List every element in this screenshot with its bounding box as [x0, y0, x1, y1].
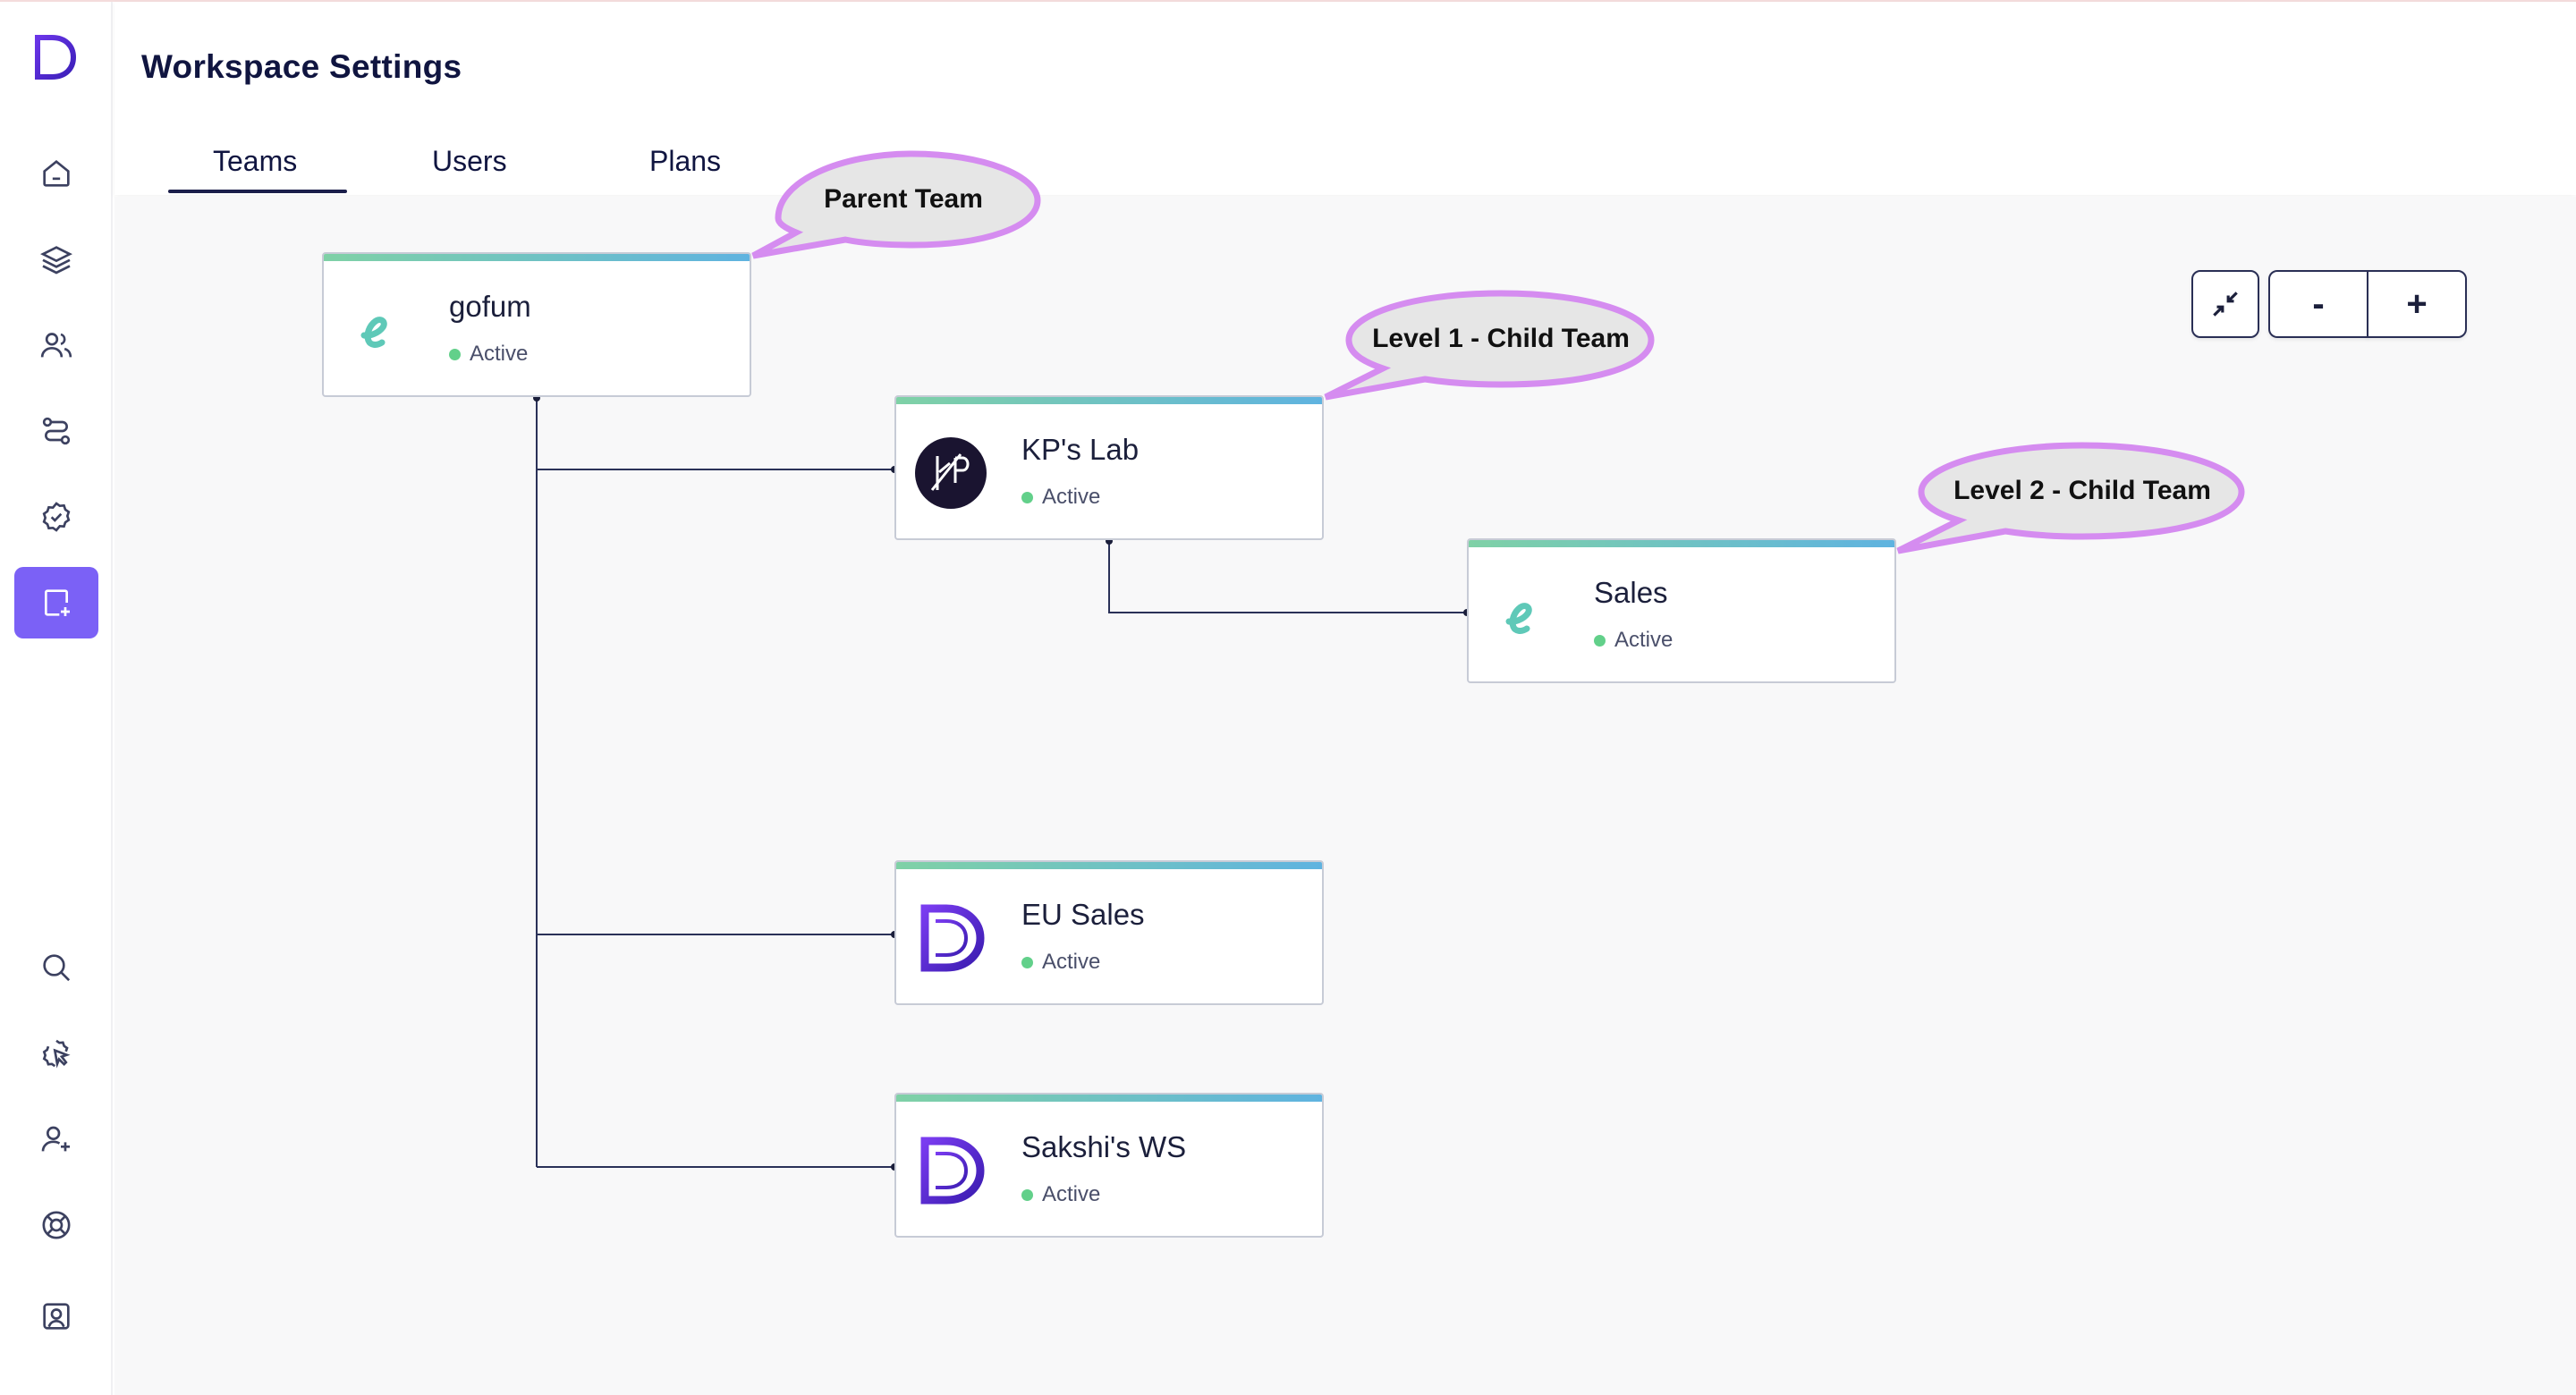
callout-bubble [1324, 290, 1655, 401]
connector-kp-sales [1108, 541, 1467, 613]
sidebar-item-support[interactable] [14, 1189, 98, 1261]
sidebar-item-verified[interactable] [14, 481, 98, 553]
badge-check-icon [42, 502, 71, 532]
callout-bubble [1896, 442, 2245, 554]
active-tab-indicator [168, 190, 347, 193]
team-avatar [914, 901, 987, 975]
click-icon [42, 1039, 71, 1069]
status-label: Active [1042, 1182, 1101, 1206]
team-status: Active [1594, 628, 1673, 653]
route-icon [42, 417, 71, 445]
sidebar-item-users[interactable] [14, 309, 98, 381]
gofum-logo-icon [1505, 603, 1532, 634]
sidebar-item-search[interactable] [14, 932, 98, 1003]
team-hierarchy-canvas[interactable]: gofum Active KP's Lab Active Sales Activ… [114, 197, 2576, 1395]
gofum-logo-icon [360, 317, 387, 348]
team-status: Active [1021, 1182, 1100, 1207]
callout-label: Level 1 - Child Team [1372, 324, 1630, 353]
active-dot [1021, 1188, 1033, 1201]
active-dot [1021, 956, 1033, 968]
app-logo[interactable] [32, 34, 77, 80]
node-accent-bar [896, 397, 1322, 404]
sidebar-item-home[interactable] [14, 138, 98, 209]
sidebar-item-add-document[interactable] [14, 567, 98, 638]
team-avatar [914, 1134, 987, 1207]
d-logo-icon [920, 904, 985, 972]
callout-parent-team: Parent Team [742, 145, 1046, 270]
sidebar-item-route[interactable] [14, 395, 98, 467]
team-node-sakshis-ws[interactable]: Sakshi's WS Active [894, 1093, 1324, 1238]
sidebar-item-layers[interactable] [14, 224, 98, 295]
team-node-sales[interactable]: Sales Active [1467, 538, 1896, 683]
d-logo-icon [920, 1137, 985, 1205]
status-label: Active [1042, 950, 1101, 974]
team-node-kps-lab[interactable]: KP's Lab Active [894, 395, 1324, 540]
callout-level2-team: Level 2 - Child Team [1894, 438, 2252, 563]
users-icon [40, 333, 72, 358]
profile-icon [43, 1303, 70, 1330]
callout-label: Level 2 - Child Team [1953, 476, 2211, 505]
team-avatar [914, 436, 987, 510]
team-name: Sakshi's WS [1021, 1130, 1187, 1163]
node-accent-bar [324, 254, 750, 261]
fit-view-button[interactable] [2191, 270, 2259, 338]
tab-users[interactable]: Users [432, 145, 507, 177]
add-document-icon [45, 589, 70, 616]
callout-label: Parent Team [824, 184, 983, 214]
top-border [0, 0, 2576, 2]
team-name: EU Sales [1021, 898, 1145, 931]
layers-icon [40, 246, 72, 275]
node-accent-bar [1469, 540, 1894, 547]
lifebuoy-icon [42, 1211, 71, 1239]
team-name: KP's Lab [1021, 433, 1140, 466]
kp-logo-icon [915, 437, 987, 509]
callout-level1-team: Level 1 - Child Team [1322, 284, 1662, 410]
team-node-gofum[interactable]: gofum Active [322, 252, 751, 397]
search-icon [43, 954, 71, 982]
active-dot [1021, 491, 1033, 503]
zoom-in-button[interactable]: + [2367, 270, 2467, 338]
node-accent-bar [896, 862, 1322, 869]
team-status: Active [449, 342, 528, 367]
node-accent-bar [896, 1095, 1322, 1102]
team-avatar [1487, 579, 1560, 653]
status-label: Active [1042, 485, 1101, 509]
team-name: Sales [1594, 576, 1668, 609]
status-label: Active [1614, 628, 1674, 652]
sidebar [0, 2, 113, 1395]
active-dot [1594, 634, 1606, 647]
sidebar-item-click[interactable] [14, 1018, 98, 1089]
callout-bubble [751, 150, 1041, 259]
sidebar-item-add-user[interactable] [14, 1103, 98, 1175]
page-title: Workspace Settings [141, 48, 462, 85]
team-avatar [342, 293, 415, 367]
home-icon [43, 159, 70, 187]
status-label: Active [470, 342, 529, 366]
zoom-out-button[interactable]: - [2268, 270, 2368, 338]
collapse-icon [2213, 292, 2238, 317]
team-status: Active [1021, 950, 1100, 975]
team-node-eu-sales[interactable]: EU Sales Active [894, 860, 1324, 1005]
add-user-icon [41, 1126, 70, 1152]
sidebar-item-profile[interactable] [14, 1281, 98, 1352]
team-name: gofum [449, 290, 531, 323]
team-status: Active [1021, 485, 1100, 510]
tab-plans[interactable]: Plans [649, 145, 722, 177]
page-header: Workspace Settings Teams Users Plans [114, 2, 2576, 195]
active-dot [449, 348, 461, 360]
tab-teams[interactable]: Teams [213, 145, 298, 177]
